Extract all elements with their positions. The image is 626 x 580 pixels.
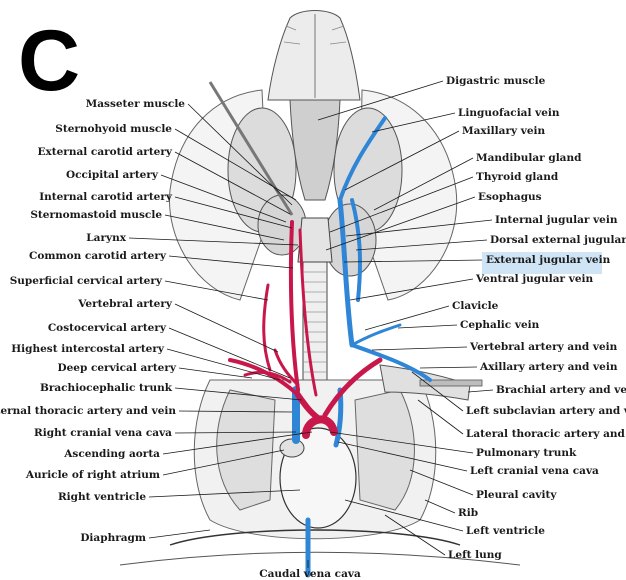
label-external-jugular-vein: External jugular vein (486, 254, 611, 266)
label-esophagus: Esophagus (478, 191, 542, 203)
label-internal-thoracic-artery-and-vein: Internal thoracic artery and vein (0, 405, 176, 417)
label-right-cranial-vena-cava: Right cranial vena cava (34, 427, 172, 439)
label-rib: Rib (458, 507, 478, 519)
label-deep-cervical-artery: Deep cervical artery (58, 362, 177, 374)
label-sternomastoid-muscle: Sternomastoid muscle (30, 209, 162, 221)
panel-letter: C (18, 13, 80, 109)
label-highest-intercostal-artery: Highest intercostal artery (11, 343, 165, 355)
mandibular-gland-right (324, 204, 376, 276)
label-pulmonary-trunk: Pulmonary trunk (476, 447, 577, 459)
label-left-subclavian-artery-and-vein: Left subclavian artery and vein (466, 405, 626, 417)
label-costocervical-artery: Costocervical artery (48, 322, 167, 334)
leader-line (169, 328, 290, 378)
label-thyroid-gland: Thyroid gland (476, 171, 559, 183)
leader-line (420, 367, 477, 368)
label-left-lung: Left lung (448, 549, 502, 561)
label-ascending-aorta: Ascending aorta (63, 448, 160, 460)
label-brachiocephalic-trunk: Brachiocephalic trunk (40, 382, 173, 394)
leader-line (149, 530, 210, 538)
label-ventral-jugular-vein: Ventral jugular vein (475, 273, 593, 285)
snout (268, 11, 360, 101)
anatomy-drawing (120, 11, 520, 566)
label-linguofacial-vein: Linguofacial vein (458, 107, 560, 119)
label-left-cranial-vena-cava: Left cranial vena cava (470, 465, 599, 477)
leader-line (372, 347, 467, 350)
label-right-ventricle: Right ventricle (58, 491, 146, 503)
cephalic-vein (352, 325, 400, 345)
label-dorsal-external-jugular-vein: Dorsal external jugular vein (490, 234, 626, 246)
leader-line (468, 390, 493, 392)
label-caudal-vena-cava: Caudal vena cava (259, 568, 361, 580)
label-occipital-artery: Occipital artery (66, 169, 159, 181)
label-mandibular-gland: Mandibular gland (476, 152, 582, 164)
label-external-carotid-artery: External carotid artery (38, 146, 173, 158)
label-common-carotid-artery: Common carotid artery (29, 250, 167, 262)
digastric-muscles (290, 100, 340, 200)
label-clavicle: Clavicle (452, 300, 499, 312)
label-masseter-muscle: Masseter muscle (86, 98, 186, 110)
larynx (298, 218, 332, 262)
label-left-ventricle: Left ventricle (466, 525, 545, 537)
label-pleural-cavity: Pleural cavity (476, 489, 557, 501)
label-digastric-muscle: Digastric muscle (446, 75, 546, 87)
label-internal-carotid-artery: Internal carotid artery (39, 191, 173, 203)
label-maxillary-vein: Maxillary vein (462, 125, 546, 137)
label-cephalic-vein: Cephalic vein (460, 319, 540, 331)
label-internal-jugular-vein: Internal jugular vein (495, 214, 618, 226)
auricle-right-atrium (280, 439, 304, 457)
leader-line (398, 325, 457, 328)
label-superficial-cervical-artery: Superficial cervical artery (10, 275, 163, 287)
label-diaphragm: Diaphragm (80, 532, 146, 544)
lung-left (355, 390, 414, 510)
label-vertebral-artery-and-vein: Vertebral artery and vein (469, 341, 618, 353)
superficial-cervical-artery (264, 285, 270, 370)
labels-right: Digastric muscle Linguofacial vein Maxil… (446, 75, 626, 561)
label-vertebral-artery: Vertebral artery (77, 298, 173, 310)
label-axillary-artery-and-vein: Axillary artery and vein (479, 361, 618, 373)
label-auricle-of-right-atrium: Auricle of right atrium (25, 469, 160, 481)
labels-left: Masseter muscle Sternohyoid muscle Exter… (0, 98, 185, 544)
label-larynx: Larynx (86, 232, 126, 244)
leader-line (167, 349, 280, 380)
label-lateral-thoracic-artery-and-vein: Lateral thoracic artery and vein (466, 428, 626, 440)
label-sternohyoid-muscle: Sternohyoid muscle (55, 123, 172, 135)
leader-line (425, 500, 455, 513)
label-brachial-artery-and-vein: Brachial artery and vein (496, 384, 626, 396)
